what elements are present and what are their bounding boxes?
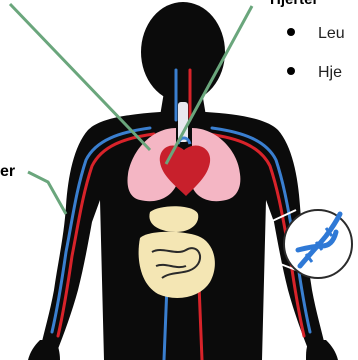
pointer-to-vessels bbox=[28, 172, 66, 214]
bullet-item-1: Leu bbox=[318, 25, 345, 42]
top-right-label: Hjerter bbox=[270, 0, 319, 8]
pointer-to-lungs bbox=[10, 4, 150, 150]
left-label: er bbox=[0, 163, 15, 180]
trachea bbox=[178, 102, 188, 142]
bullet-icon-2 bbox=[287, 67, 295, 75]
bullet-item-2: Hje bbox=[318, 64, 342, 81]
bullet-icon-1 bbox=[287, 28, 295, 36]
